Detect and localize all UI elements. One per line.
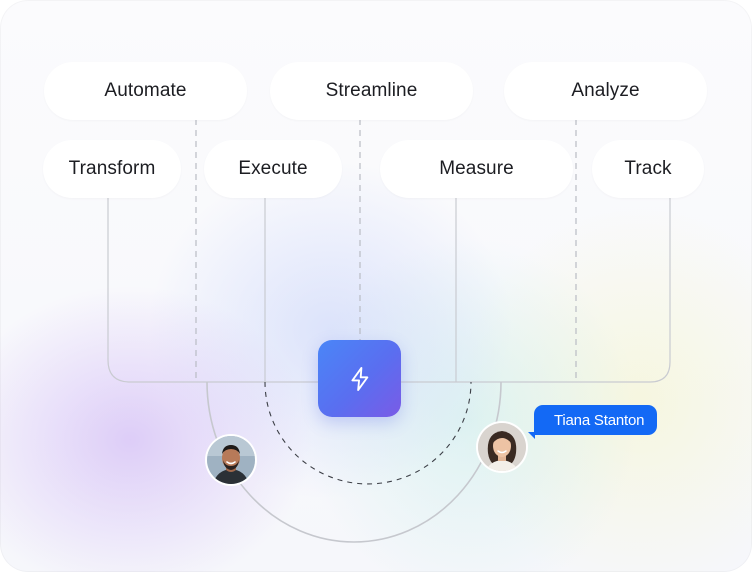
pill-measure[interactable]: Measure [380, 140, 573, 198]
pill-execute[interactable]: Execute [204, 140, 342, 198]
user-name-tag: Tiana Stanton [534, 405, 657, 435]
pill-analyze[interactable]: Analyze [504, 62, 707, 120]
pill-streamline[interactable]: Streamline [270, 62, 473, 120]
male-avatar-image [207, 436, 255, 484]
user-name-label: Tiana Stanton [554, 411, 645, 429]
lightning-bolt-icon [350, 366, 368, 391]
male-user-avatar[interactable] [207, 436, 255, 484]
lightning-button[interactable] [318, 340, 401, 417]
pill-automate[interactable]: Automate [44, 62, 247, 120]
inner-dashed-arc [264, 381, 472, 485]
pill-track[interactable]: Track [592, 140, 704, 198]
pill-transform[interactable]: Transform [43, 140, 181, 198]
female-user-avatar[interactable] [478, 423, 526, 471]
female-avatar-image [478, 423, 526, 471]
